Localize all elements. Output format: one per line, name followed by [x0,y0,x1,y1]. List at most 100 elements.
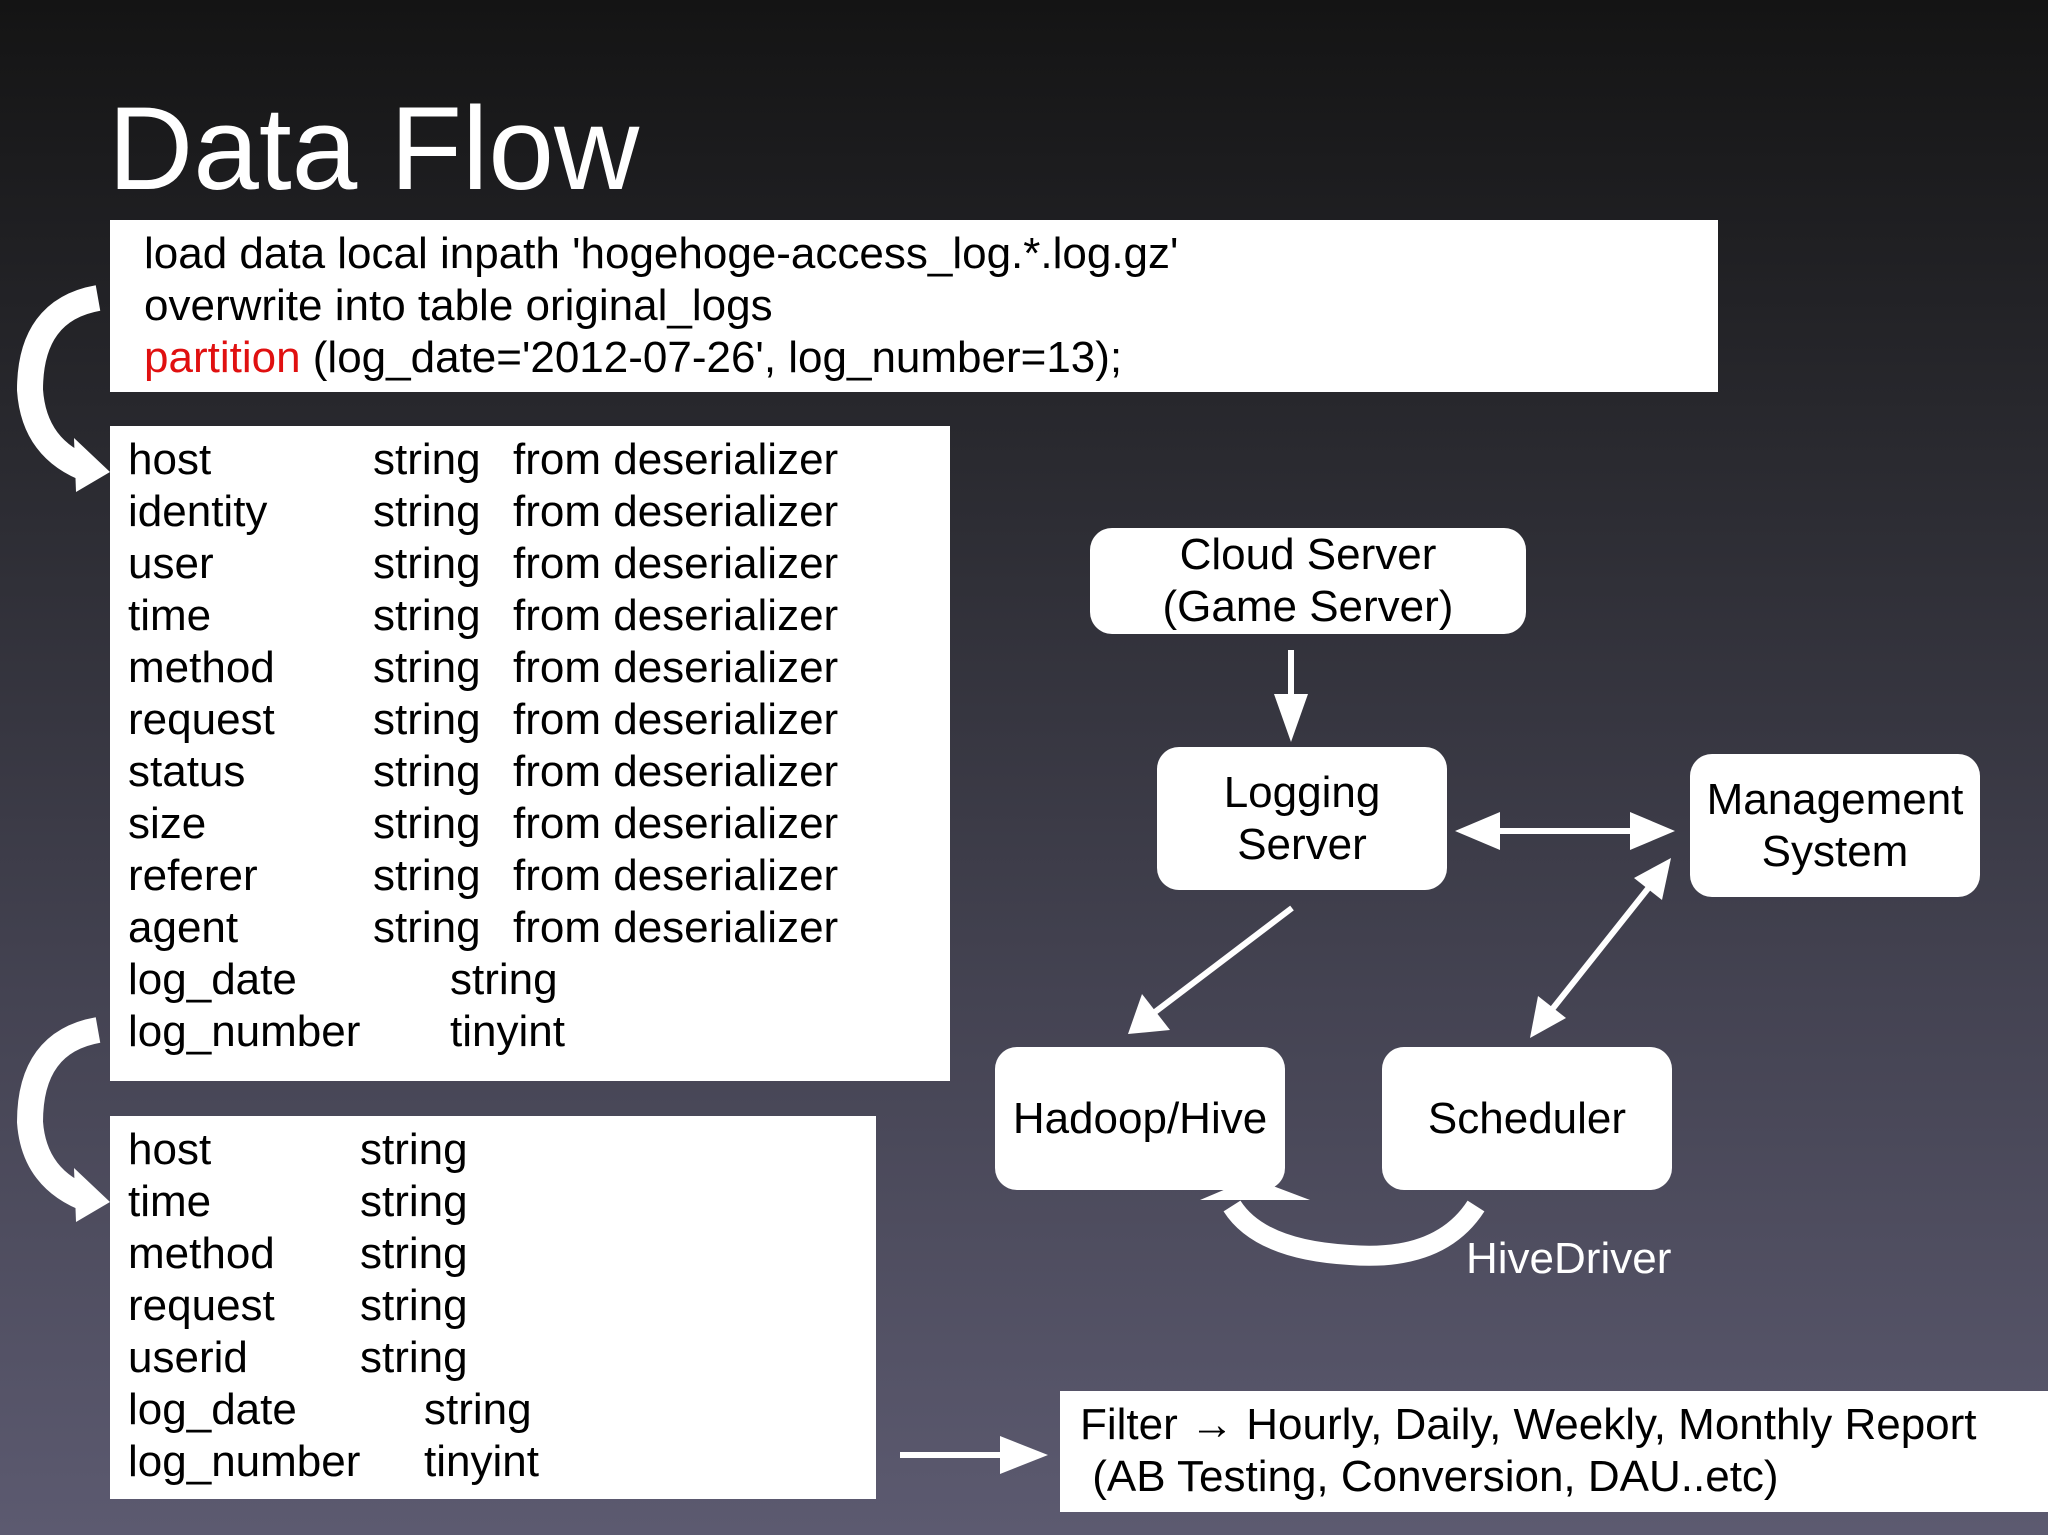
hadoop-hive-label: Hadoop/Hive [1012,1093,1268,1143]
report-line-2: (AB Testing, Conversion, DAU..etc) [1080,1452,1779,1501]
column-name: request [128,1281,275,1330]
sql-line-2: overwrite into table original_logs [144,281,773,330]
column-name: size [128,799,207,848]
arrow-logging-to-hadoop [1128,905,1294,1034]
column-type: string [360,1333,468,1382]
column-name: log_number [128,1007,361,1056]
schema-row: log_number tinyint [128,1440,868,1490]
column-type: string [373,591,481,640]
schema-row: userid string [128,1336,868,1386]
arrow-logging-management [1455,812,1675,850]
schema-row: log_date string [128,958,948,1008]
hive-driver-curved-arrow [1200,1178,1485,1266]
report-line-1: Filter → Hourly, Daily, Weekly, Monthly … [1080,1400,1977,1449]
schema-row: host string [128,1128,868,1178]
column-name: time [128,591,212,640]
column-name: userid [128,1333,248,1382]
column-comment: from deserializer [513,747,839,796]
column-name: host [128,435,212,484]
column-comment: from deserializer [513,539,839,588]
column-comment: from deserializer [513,799,839,848]
hadoop-hive-node: Hadoop/Hive [995,1047,1285,1190]
column-name: request [128,695,275,744]
scheduler-label: Scheduler [1427,1093,1627,1143]
game-server-label: (Game Server) [1162,582,1454,631]
schema-row: log_number tinyint [128,1010,948,1060]
schema-row: request string [128,1284,868,1334]
curved-arrow-sql-to-schema [16,285,110,492]
column-type: string [450,955,558,1004]
schema-row: time string [128,1180,868,1230]
column-type: tinyint [450,1007,565,1056]
column-comment: from deserializer [513,435,839,484]
column-name: identity [128,487,268,536]
sql-line-1: load data local inpath 'hogehoge-access_… [144,229,1179,278]
sql-partition-values: (log_date='2012-07-26', log_number=13); [300,333,1123,382]
column-name: log_date [128,955,297,1004]
cloud-server-label: Cloud Server [1179,530,1437,579]
column-comment: from deserializer [513,643,839,692]
column-type: string [373,851,481,900]
column-type: string [360,1125,468,1174]
schema-row: host string from deserializer [128,438,948,488]
sql-statement-box: load data local inpath 'hogehoge-access_… [110,220,1718,392]
column-comment: from deserializer [513,487,839,536]
column-type: string [360,1177,468,1226]
column-name: method [128,1229,275,1278]
cloud-server-node: Cloud Server (Game Server) [1090,528,1526,634]
column-comment: from deserializer [513,903,839,952]
schema-row: user string from deserializer [128,542,948,592]
schema-row: log_date string [128,1388,868,1438]
schema-row: time string from deserializer [128,594,948,644]
arrow-cloud-to-logging [1274,650,1308,742]
column-name: time [128,1177,212,1226]
schema-row: method string from deserializer [128,646,948,696]
column-comment: from deserializer [513,695,839,744]
column-type: string [373,695,481,744]
column-comment: from deserializer [513,851,839,900]
column-type: string [373,539,481,588]
arrow-scheduler-management [1530,858,1671,1038]
column-name: host [128,1125,212,1174]
arrow-to-report [900,1436,1048,1474]
column-type: string [373,643,481,692]
column-comment: from deserializer [513,591,839,640]
schema-row: size string from deserializer [128,802,948,852]
schema-row: referer string from deserializer [128,854,948,904]
management-system-node: Management System [1690,754,1980,897]
schema-row: identity string from deserializer [128,490,948,540]
scheduler-node: Scheduler [1382,1047,1672,1190]
column-type: string [373,799,481,848]
curved-arrow-schema-to-filtered [16,1017,110,1222]
logging-server-node: Logging Server [1157,747,1447,890]
slide-title: Data Flow [108,83,640,215]
sql-line-3: partition (log_date='2012-07-26', log_nu… [144,336,1122,380]
column-name: agent [128,903,239,952]
column-name: log_date [128,1385,297,1434]
column-name: status [128,747,246,796]
schema-row: method string [128,1232,868,1282]
column-name: method [128,643,275,692]
column-name: user [128,539,214,588]
report-box: Filter → Hourly, Daily, Weekly, Monthly … [1060,1391,2048,1512]
column-type: string [373,435,481,484]
schema-row: status string from deserializer [128,750,948,800]
column-type: string [373,747,481,796]
column-type: string [360,1281,468,1330]
column-name: log_number [128,1437,361,1486]
management-label: Management [1706,774,1964,824]
sql-keyword-partition: partition [144,333,301,382]
column-type: string [360,1229,468,1278]
column-type: tinyint [424,1437,539,1486]
column-type: string [373,903,481,952]
schema-row: agent string from deserializer [128,906,948,956]
server-label: Server [1237,819,1367,869]
logging-label: Logging [1223,767,1381,817]
hive-driver-label: HiveDriver [1466,1234,1672,1283]
column-name: referer [128,851,258,900]
schema-row: request string from deserializer [128,698,948,748]
column-type: string [373,487,481,536]
column-type: string [424,1385,532,1434]
